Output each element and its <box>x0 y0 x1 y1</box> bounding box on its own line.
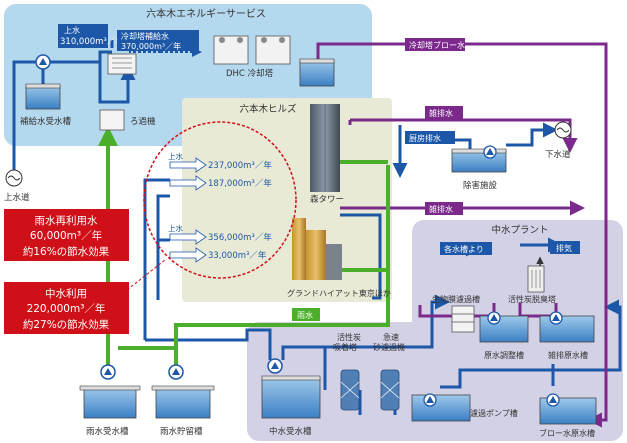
rain-receiving-tank-icon <box>79 364 141 419</box>
gray-receiving-tank-icon <box>261 358 321 419</box>
transfer-pump-label: 濾過ポンプ槽 <box>470 408 518 418</box>
filter-machine-label: ろ過機 <box>130 116 156 127</box>
gray-use-callout <box>4 282 129 334</box>
blowdown-label-box <box>405 38 465 51</box>
tap-water-value: 310,000m³／年 <box>60 36 124 47</box>
grand-hyatt-label: グランドハイアット東京ほか <box>287 288 391 298</box>
dhc-cooling-tower-icon <box>213 35 291 65</box>
mixed-drain-label-2: 雑排水 <box>429 204 453 214</box>
graywater-plant-title: 中水プラント <box>491 224 548 236</box>
rainwater-label: 雨水 <box>297 310 313 320</box>
mori-tower-label: 森タワー <box>310 194 344 205</box>
tap-water-label: 上水 <box>64 25 80 35</box>
bio-filter-label: 生物膜濾過槽 <box>432 294 480 304</box>
rapid-filter-label-2: 砂濾過機 <box>373 342 405 352</box>
city-water-label: 上水道 <box>4 192 30 203</box>
rain-storage-tank-icon <box>151 364 215 419</box>
mori-tower-icon <box>310 104 340 192</box>
grease-trap-label: 除害施設 <box>463 180 498 191</box>
rain-reuse-effect: 約16%の節水効果 <box>23 245 110 258</box>
rain-receiving-label: 雨水受水槽 <box>86 426 129 437</box>
mixed-drain-label-1: 雑排水 <box>429 108 453 118</box>
rainwater-label-box <box>292 308 320 321</box>
blow-raw-tank-icon <box>539 393 597 425</box>
hills-upper-label-2: 上水 <box>168 223 183 233</box>
hills-lower-value-2: 33,000m³／年 <box>208 250 267 261</box>
grease-trap-icon <box>451 145 507 173</box>
rain-reuse-value: 60,000m³／年 <box>30 229 102 242</box>
hills-lower-value-1: 356,000m³／年 <box>208 232 272 243</box>
dhc-label: DHC 冷却塔 <box>226 68 274 79</box>
makeup-device-icon <box>107 53 137 75</box>
carbon-tower-label-1: 活性炭 <box>337 332 361 342</box>
raw-adjust-label: 原水調整槽 <box>484 350 524 360</box>
city-water-icon <box>5 169 23 187</box>
kitchen-drain-label-box <box>405 131 455 144</box>
cooling-makeup-value: 370,000m³／年 <box>121 41 181 51</box>
hills-title: 六本木ヒルズ <box>239 103 297 115</box>
hills-upper-value-1: 237,000m³／年 <box>208 160 272 171</box>
carbon-tower-icon <box>340 369 360 411</box>
rapid-filter-icon <box>380 369 400 411</box>
deodor-label: 活性炭脱臭塔 <box>508 294 556 304</box>
gray-receiving-label: 中水受水槽 <box>269 426 312 437</box>
hills-upper-label-1: 上水 <box>168 151 183 161</box>
deodor-tower-icon <box>527 265 545 293</box>
cooling-makeup-box <box>117 30 199 51</box>
supply-tank-icon <box>25 83 61 110</box>
energy-service-title: 六本木エネルギーサービス <box>146 7 266 20</box>
sewer-label: 下水道 <box>545 149 571 160</box>
raw-adjust-tank-icon <box>479 311 529 343</box>
blow-raw-label: ブロー水原水槽 <box>539 428 595 438</box>
graywater-plant-region-lower <box>247 322 623 441</box>
hills-upper-value-2: 187,000m³／年 <box>208 178 272 189</box>
gray-use-effect: 約27%の節水効果 <box>23 318 110 331</box>
rapid-filter-label-1: 急速 <box>383 332 399 342</box>
grand-hyatt-icon <box>292 218 342 280</box>
transfer-pump-tank-icon <box>411 393 471 422</box>
rain-reuse-title: 雨水再利用水 <box>35 215 98 227</box>
cooling-makeup-label: 冷却塔補給水 <box>121 31 169 41</box>
carbon-tower-label-2: 吸着塔 <box>333 342 357 352</box>
from-tank-label-box <box>440 242 492 255</box>
sewer-icon <box>554 121 572 139</box>
exhaust-label-box <box>550 241 580 254</box>
from-tank-label: 各水槽より <box>444 244 484 254</box>
supply-pump-icon <box>35 54 51 70</box>
highlight-circle <box>143 121 297 279</box>
supply-tank-label: 補給水受水槽 <box>20 116 72 127</box>
bio-filter-icon <box>451 305 475 333</box>
rain-reuse-callout <box>4 209 129 261</box>
mixed-raw-label: 雑排原水槽 <box>548 350 588 360</box>
gray-use-value: 220,000m³／年 <box>27 302 106 315</box>
mixed-raw-tank-icon <box>539 311 595 343</box>
kitchen-drain-label: 厨房排水 <box>409 133 441 143</box>
mixed-drain-label-box <box>425 106 463 119</box>
mixed-drain-label-box-2 <box>425 202 463 215</box>
filter-machine-icon <box>99 109 125 131</box>
blow-tank-icon <box>299 58 335 87</box>
gray-use-title: 中水利用 <box>45 287 87 300</box>
rain-storage-label: 雨水貯留槽 <box>160 426 203 437</box>
blowdown-label: 冷却塔ブロー水 <box>409 40 465 50</box>
tap-water-box <box>58 24 108 48</box>
hills-water-arrows <box>169 157 207 263</box>
exhaust-label: 排気 <box>556 243 572 253</box>
